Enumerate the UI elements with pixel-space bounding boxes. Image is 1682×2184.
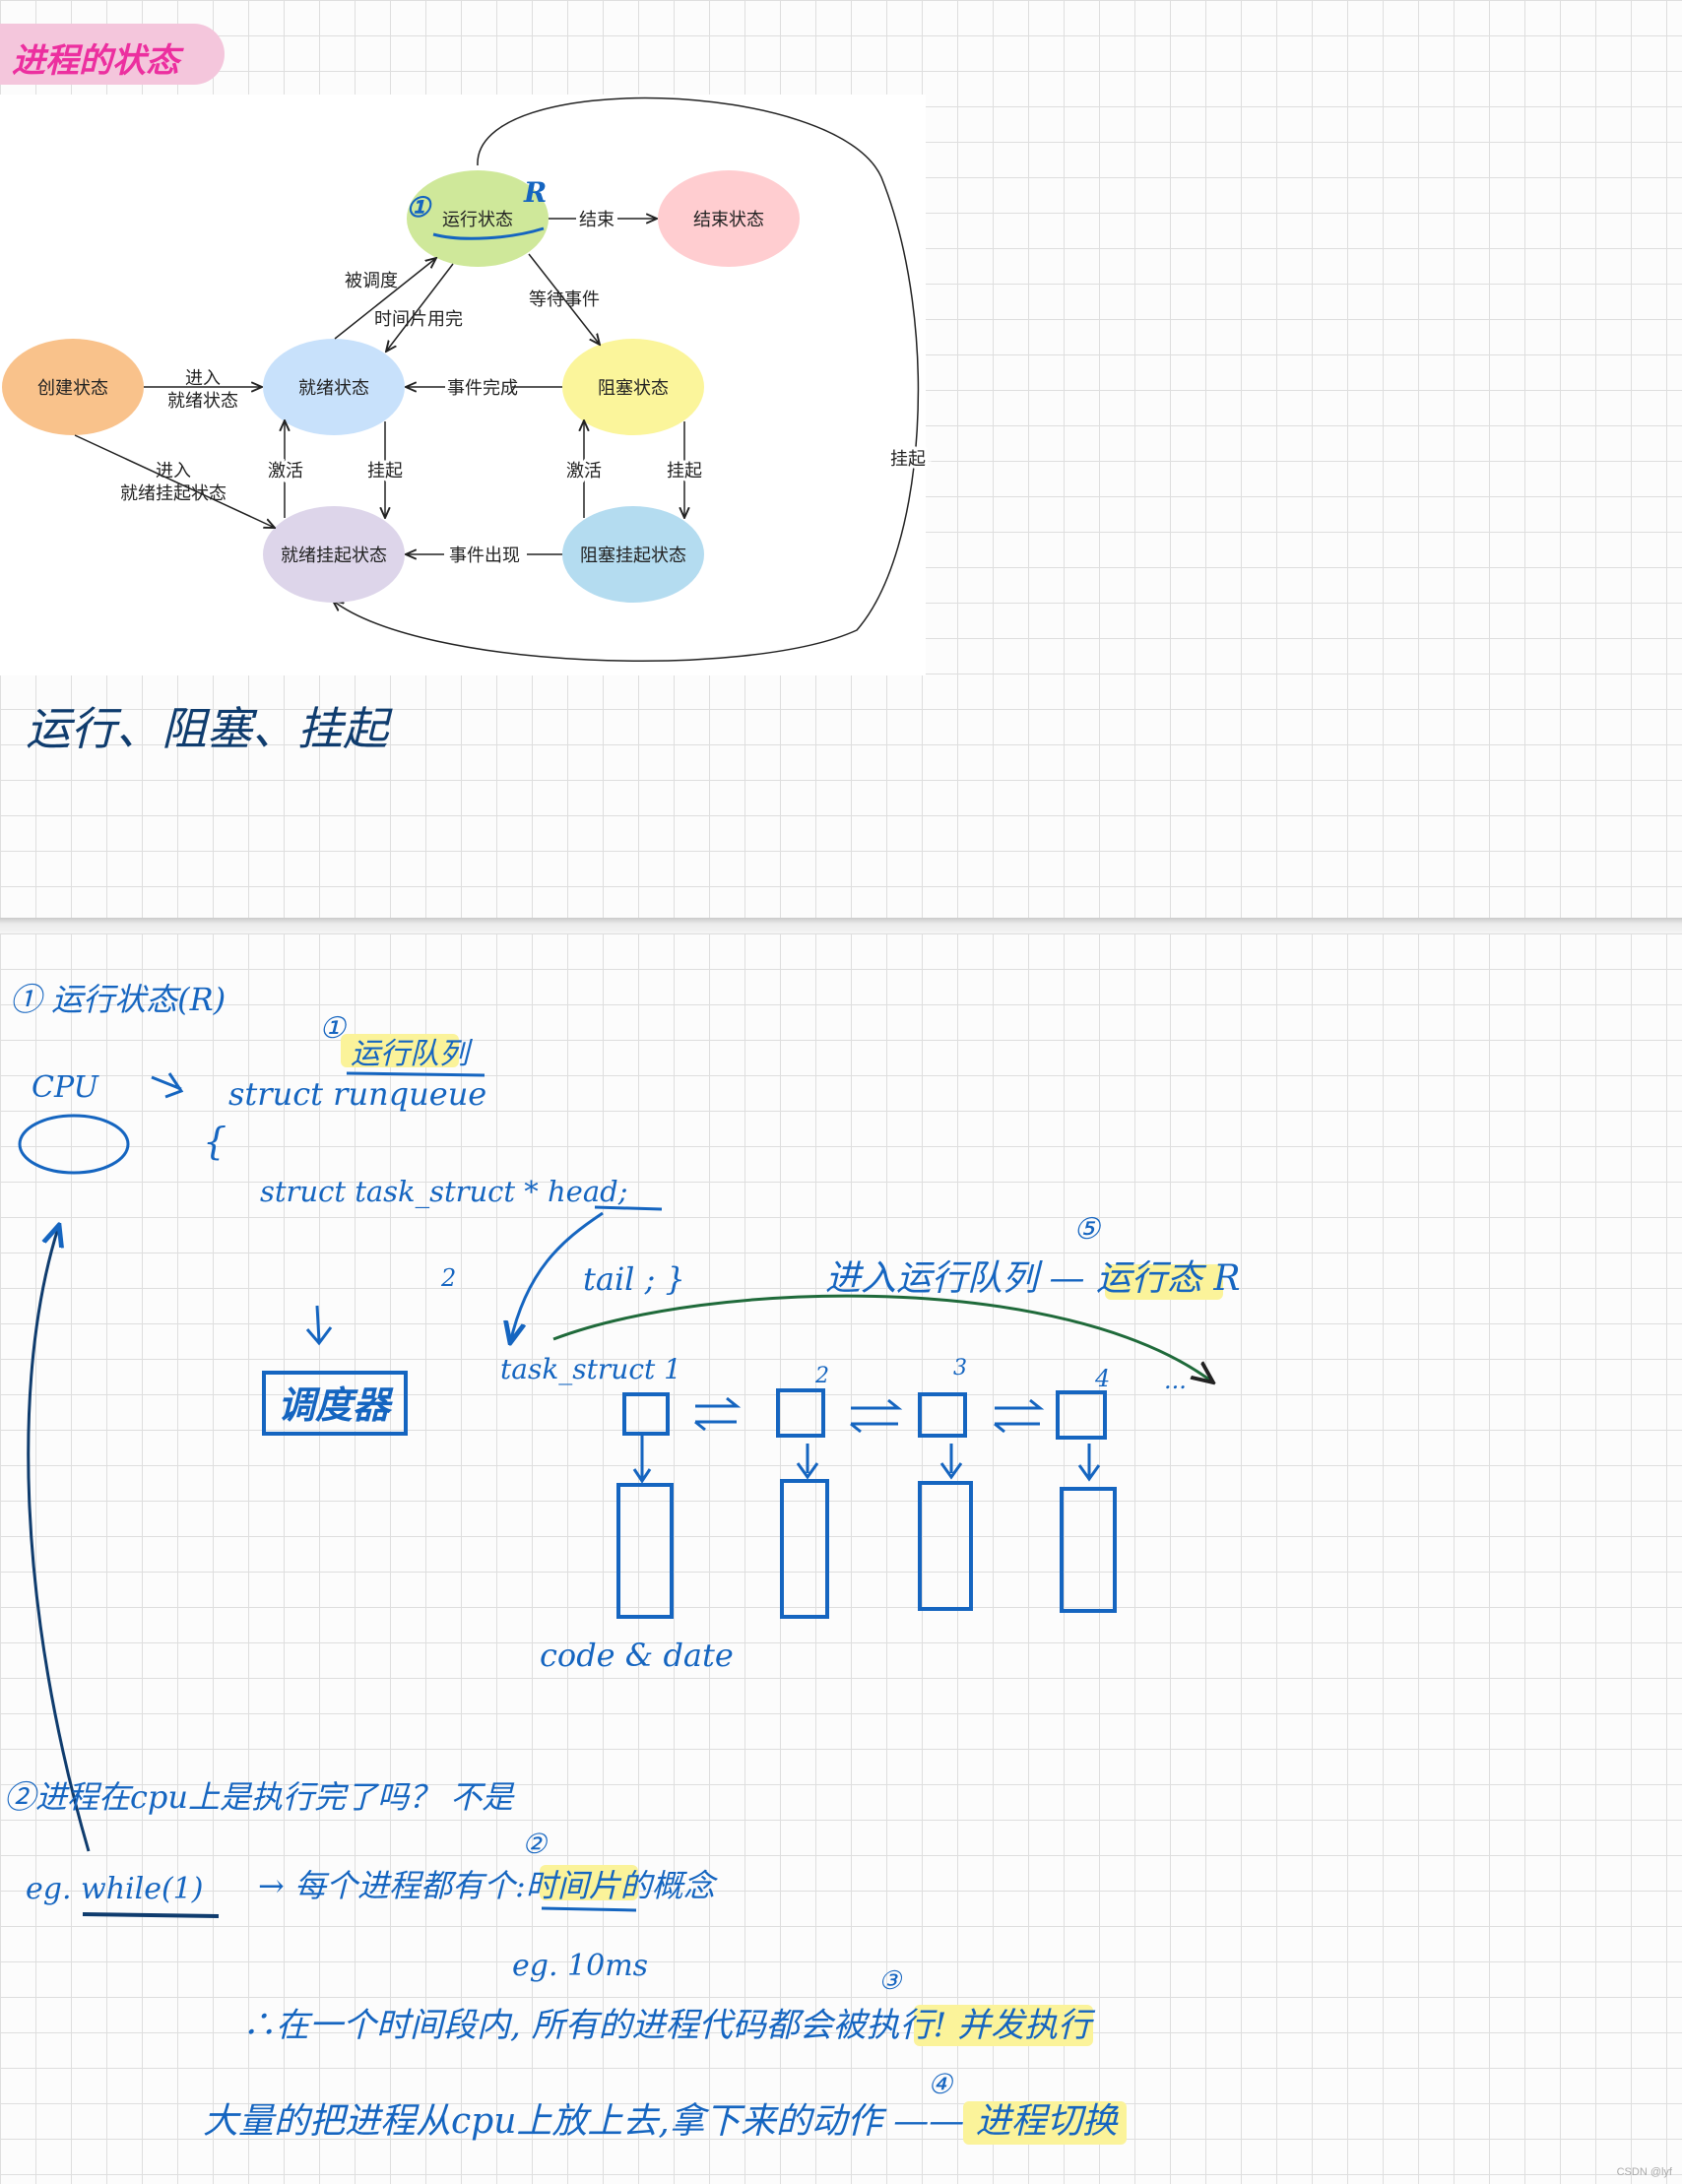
label-ready-suspended: 就绪挂起状态 xyxy=(281,546,387,566)
label-enter-ready-1: 进入 xyxy=(185,368,221,389)
concurrent-sentence: ∴在一个时间段内, 所有的进程代码都会被执行! 并发执行 xyxy=(242,2006,1096,2045)
label-scheduled: 被调度 xyxy=(345,271,398,291)
enter-runqueue-note: 进入运行队列 — 运行态 R xyxy=(825,1258,1240,1299)
state-running xyxy=(407,170,549,267)
switch-highlight xyxy=(963,2101,1127,2145)
timeslice-highlight xyxy=(540,1865,638,1900)
code-block-2 xyxy=(780,1479,829,1619)
label-blocked: 阻塞状态 xyxy=(598,378,669,399)
task-node-4 xyxy=(1056,1390,1107,1440)
section-running-heading: ① 运行状态(R) xyxy=(10,981,226,1018)
code-data-label: code & date xyxy=(540,1637,734,1674)
circle-two: ② xyxy=(522,1828,549,1860)
state-blocked-suspended xyxy=(562,506,704,603)
runqueue-highlight xyxy=(341,1034,459,1067)
edge-scheduled xyxy=(334,258,436,340)
label-activate-left: 激活 xyxy=(268,461,303,482)
running-circle-number: ① xyxy=(406,191,432,224)
node-number-2: 2 xyxy=(814,1364,829,1388)
code-pointer-arrows xyxy=(632,1436,1101,1484)
circle-four: ④ xyxy=(928,2068,954,2100)
timeslice-underline xyxy=(541,1906,637,1912)
runqueue-label: 运行队列 xyxy=(351,1037,473,1071)
edge-timeslice xyxy=(386,263,454,352)
label-suspend-left: 挂起 xyxy=(367,461,403,482)
task-node-3 xyxy=(918,1392,967,1438)
label-wait-event: 等待事件 xyxy=(529,289,600,310)
scheduler-label: 调度器 xyxy=(278,1382,394,1427)
eg-10ms: eg. 10ms xyxy=(512,1949,648,1983)
struct-runqueue: struct runqueue xyxy=(228,1075,486,1113)
list-ellipsis: ... xyxy=(1164,1367,1187,1394)
switch-sentence: 大量的把进程从cpu上放上去,拿下来的动作 —— 进程切换 xyxy=(203,2101,1120,2142)
label-ready: 就绪状态 xyxy=(298,378,369,399)
question-line: ②进程在cpu上是执行完了吗？ 不是 xyxy=(4,1778,515,1816)
runqueue-underline xyxy=(346,1071,485,1077)
state-created xyxy=(2,339,144,435)
label-end: 结束 xyxy=(579,210,615,230)
cpu-arrow xyxy=(151,1072,184,1099)
node-number-4: 4 xyxy=(1094,1365,1110,1392)
label-created: 创建状态 xyxy=(37,378,108,399)
task-struct-head: struct task_struct * head; xyxy=(260,1175,627,1209)
enter-runqueue-circle: ⑤ xyxy=(1073,1212,1102,1247)
label-event-occurs: 事件出现 xyxy=(449,546,520,566)
footer-watermark: CSDN @lyf xyxy=(1616,2166,1672,2178)
label-event-done: 事件完成 xyxy=(447,378,518,399)
cpu-label: CPU xyxy=(32,1070,100,1105)
head-underline xyxy=(594,1205,663,1211)
summary-note: 运行、阻塞、挂起 xyxy=(26,702,393,755)
label-suspend-right: 挂起 xyxy=(667,461,702,482)
code-block-3 xyxy=(918,1481,973,1611)
brace-open: { xyxy=(203,1120,226,1163)
note-page-2 xyxy=(0,933,1682,2184)
mark-two: 2 xyxy=(440,1264,456,1292)
cpu-circle xyxy=(18,1114,130,1175)
tail-line: tail ; } xyxy=(583,1260,685,1298)
label-terminated: 结束状态 xyxy=(693,210,764,230)
enter-runqueue-arrow xyxy=(552,1294,1213,1382)
scheduler-arrow xyxy=(305,1305,333,1346)
state-ready xyxy=(263,339,405,435)
task-struct-label: task_struct 1 xyxy=(500,1353,681,1385)
timeslice-sentence: → 每个进程都有个:时间片的概念 xyxy=(258,1867,719,1904)
edge-wait-event xyxy=(528,253,600,345)
cpu-return-arrow xyxy=(27,1225,91,1852)
edge-enter-ready-suspended xyxy=(74,434,275,528)
task-node-2 xyxy=(776,1388,825,1438)
eg-while-underline xyxy=(82,1912,220,1918)
state-r-highlight xyxy=(1105,1264,1223,1300)
state-terminated xyxy=(658,170,800,267)
state-diagram: 运行状态 结束状态 创建状态 就绪状态 阻塞状态 就绪挂起状态 阻塞挂起状态 结… xyxy=(2,96,929,662)
label-running: 运行状态 xyxy=(442,210,513,230)
label-suspend-long: 挂起 xyxy=(890,449,926,470)
suspend-loop-arrow xyxy=(333,96,920,662)
label-enter-rs-1: 进入 xyxy=(156,461,191,482)
eg-while: eg. while(1) xyxy=(26,1872,203,1906)
code-block-1 xyxy=(616,1483,674,1619)
title-highlight xyxy=(0,24,225,85)
running-underline xyxy=(432,226,545,240)
label-timeslice: 时间片用完 xyxy=(374,309,463,330)
label-activate-right: 激活 xyxy=(566,461,602,482)
label-enter-ready-2: 就绪状态 xyxy=(167,391,238,412)
running-r-mark: R xyxy=(523,176,547,209)
page-title: 进程的状态 xyxy=(12,41,179,81)
circle-three: ③ xyxy=(878,1966,903,1996)
head-pointer-arrow xyxy=(510,1211,604,1343)
label-blocked-suspended: 阻塞挂起状态 xyxy=(580,546,686,566)
scheduler-box xyxy=(262,1371,408,1436)
node-number-3: 3 xyxy=(953,1356,967,1381)
concurrent-highlight xyxy=(914,2005,1093,2046)
state-ready-suspended xyxy=(263,506,405,603)
page-separator xyxy=(0,918,1682,933)
task-node-1 xyxy=(622,1392,670,1436)
state-blocked xyxy=(562,339,704,435)
code-data-blocks xyxy=(616,1479,1117,1619)
list-link-arrows xyxy=(694,1396,1045,1434)
task-list-nodes xyxy=(622,1388,1107,1440)
label-enter-rs-2: 就绪挂起状态 xyxy=(120,483,226,504)
code-block-4 xyxy=(1060,1487,1117,1613)
